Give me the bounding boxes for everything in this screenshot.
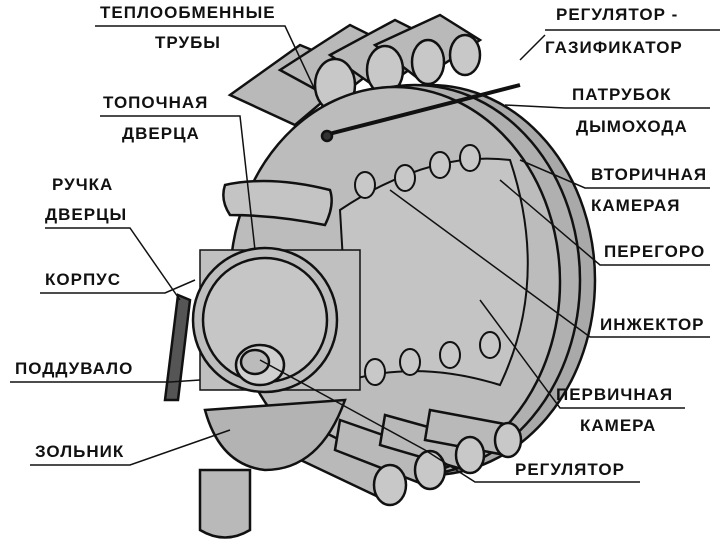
label-blower: ПОДДУВАЛО <box>15 359 134 378</box>
door-handle <box>163 293 192 402</box>
label-body: КОРПУС <box>45 270 122 289</box>
label-primary-2: КАМЕРА <box>580 416 657 435</box>
label-heat-tubes-2: ТРУБЫ <box>155 33 221 52</box>
label-gasifier-1: РЕГУЛЯТОР - <box>556 5 679 24</box>
label-chimney-1: ПАТРУБОК <box>572 85 672 104</box>
ash-pan <box>203 398 347 472</box>
label-door-handle-2: ДВЕРЦЫ <box>45 205 128 224</box>
label-heat-tubes-1: ТЕПЛООБМЕННЫЕ <box>100 3 276 22</box>
top-tubes <box>227 13 483 127</box>
label-injector: ИНЖЕКТОР <box>600 315 705 334</box>
label-partition: ПЕРЕГОРО <box>604 242 706 261</box>
label-regulator: РЕГУЛЯТОР <box>515 460 625 479</box>
label-fire-door-2: ДВЕРЦА <box>122 124 200 143</box>
label-fire-door-1: ТОПОЧНАЯ <box>103 93 209 112</box>
gasifier-rod <box>324 83 521 137</box>
leader-lines <box>10 25 720 483</box>
label-secondary-1: ВТОРИЧНАЯ <box>591 165 708 184</box>
label-secondary-2: КАМЕРАЯ <box>591 196 681 215</box>
label-primary-1: ПЕРВИЧНАЯ <box>556 385 674 404</box>
label-ash-pan: ЗОЛЬНИК <box>35 442 125 461</box>
label-door-handle-1: РУЧКА <box>52 175 114 194</box>
label-chimney-2: ДЫМОХОДА <box>576 117 688 136</box>
label-gasifier-2: ГАЗИФИКАТОР <box>545 38 683 57</box>
